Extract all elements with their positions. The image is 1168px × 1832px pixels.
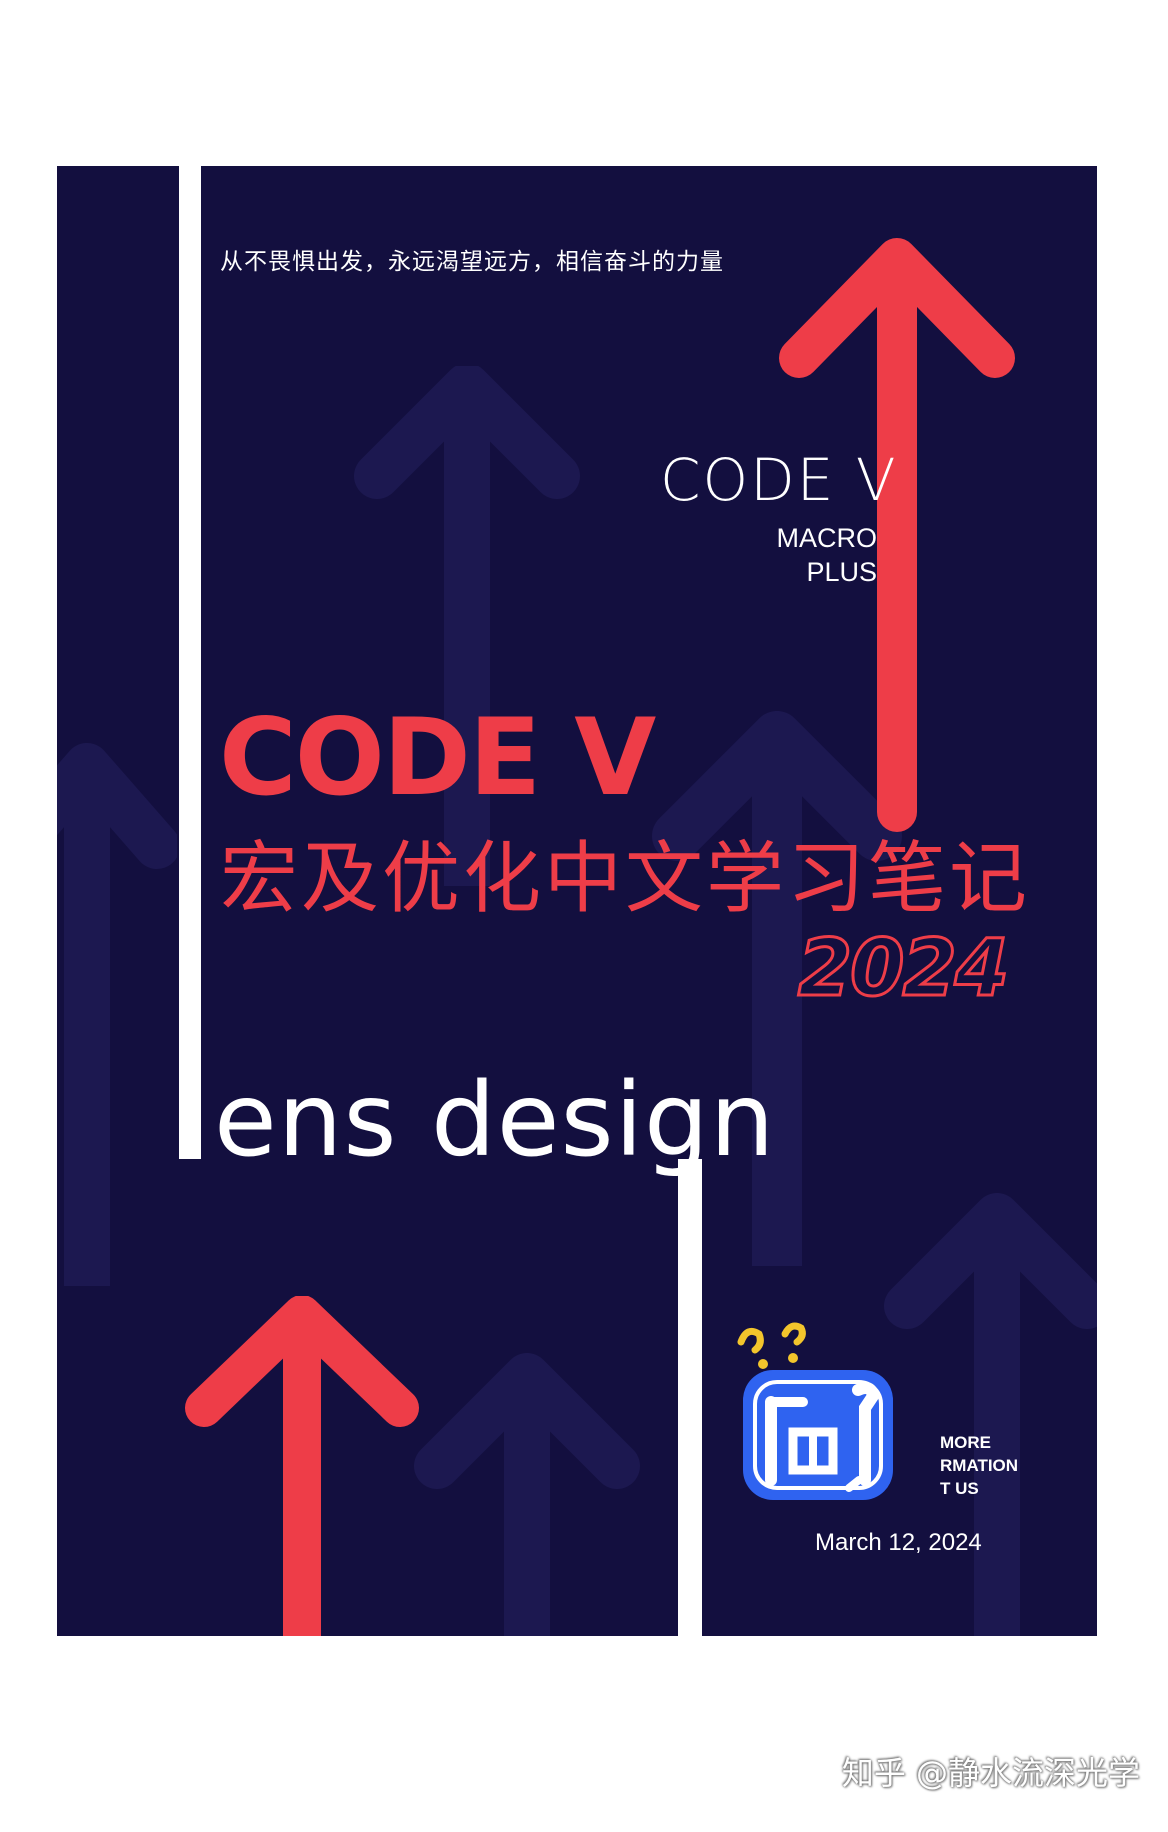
bg-arrow-icon <box>354 366 580 886</box>
bg-arrow-icon <box>414 1353 640 1636</box>
bg-arrow-icon <box>884 1193 1097 1636</box>
tagline: 从不畏惧出发，永远渴望远方，相信奋斗的力量 <box>220 249 724 275</box>
brand-sub-line: PLUS <box>806 557 877 587</box>
sticker-icon <box>737 1322 893 1500</box>
up-arrow-icon <box>185 1296 419 1636</box>
poster: 从不畏惧出发，永远渴望远方，相信奋斗的力量 CODE V MACRO PLUS … <box>57 166 1097 1636</box>
chinese-title: 宏及优化中文学习笔记 <box>220 834 1031 924</box>
brand-title: CODE V <box>660 446 898 514</box>
more-line: RMATION <box>940 1456 1019 1475</box>
up-arrow-icon <box>779 238 1015 832</box>
year-label: 2024 <box>796 923 1010 1016</box>
date-label: March 12, 2024 <box>815 1529 982 1556</box>
more-line: MORE <box>940 1433 991 1452</box>
bg-arrow-icon <box>652 711 902 1266</box>
lens-design-text: ens design <box>214 1061 776 1180</box>
brand-sub-line: MACRO <box>776 523 878 553</box>
more-info-text: MORE RMATION T US <box>940 1431 1018 1500</box>
more-line: T US <box>940 1479 979 1498</box>
brand-subtitle: MACRO PLUS <box>777 521 878 589</box>
bg-arrow-icon <box>57 743 177 1286</box>
vertical-line-left <box>179 166 201 1159</box>
vertical-line-right <box>678 1159 702 1636</box>
main-title: CODE V <box>219 696 656 819</box>
watermark: 知乎 @静水流深光学 <box>841 1754 1140 1792</box>
